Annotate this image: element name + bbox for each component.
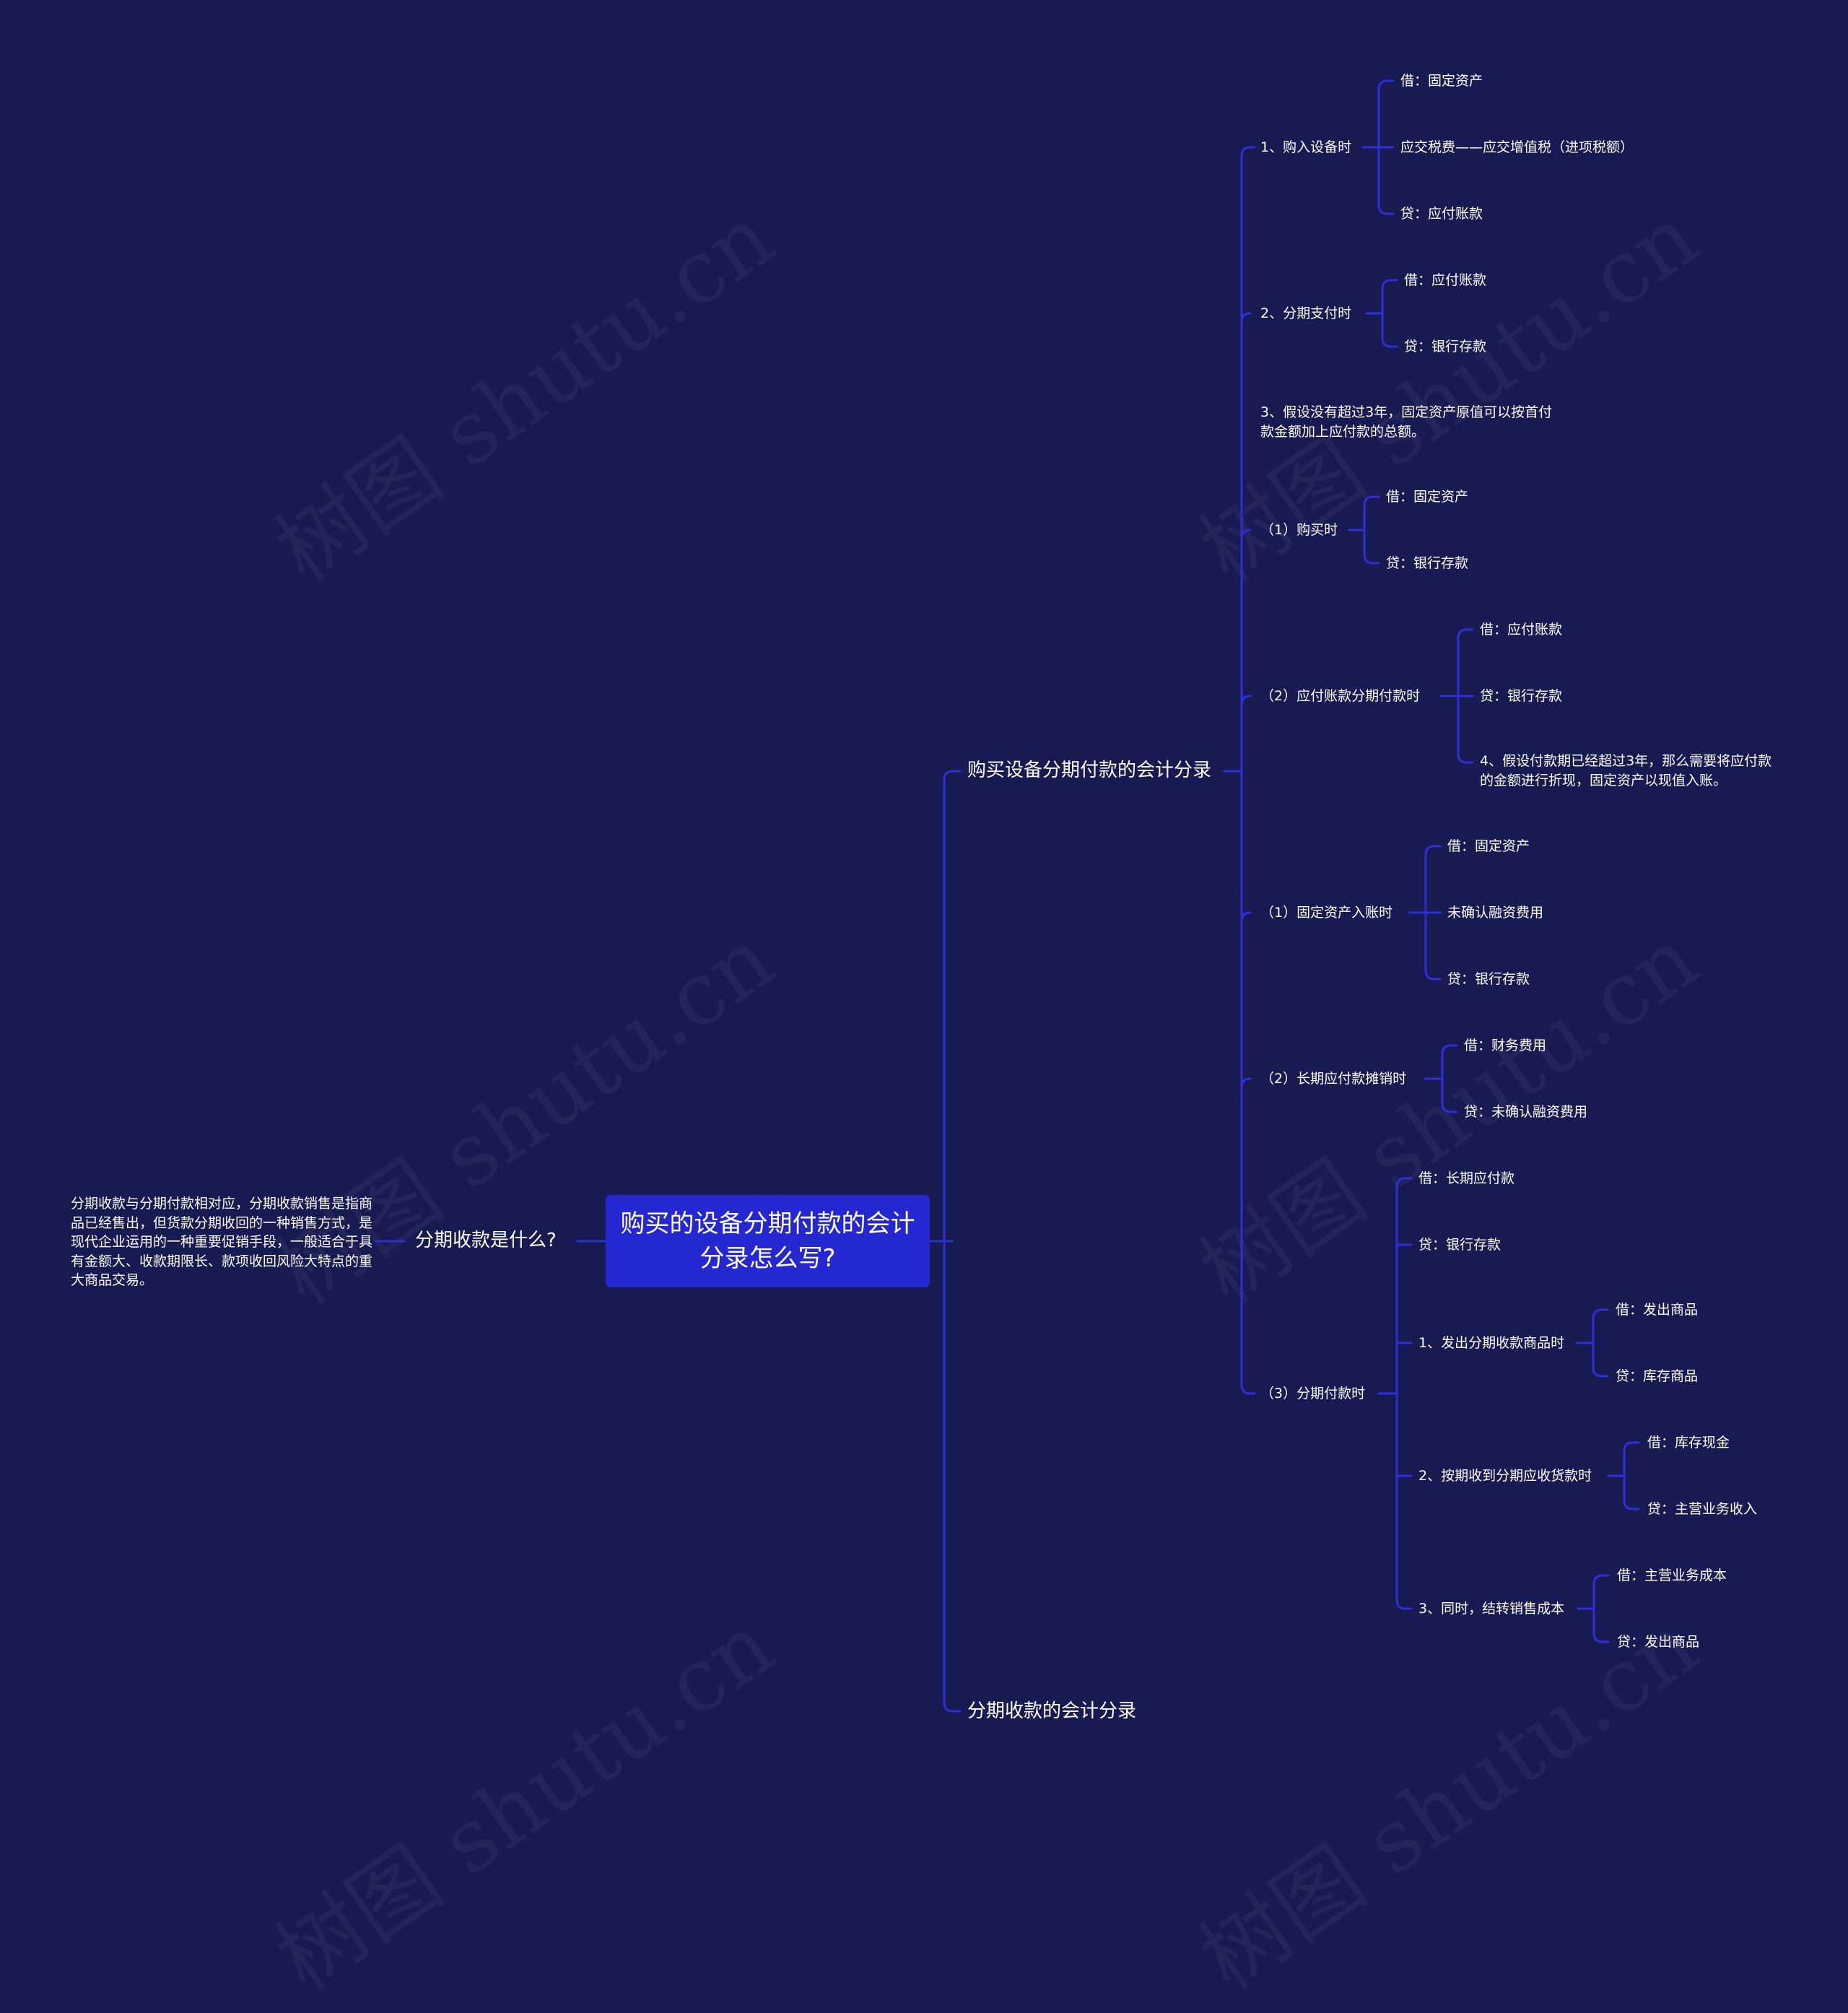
leaf-credit-unrecognized-financing-cost[interactable]: 贷：未确认融资费用 — [1464, 1104, 1588, 1120]
node-purchase-time[interactable]: （1）购买时 — [1260, 522, 1338, 538]
leaf-debit-accounts-payable[interactable]: 借：应付账款 — [1480, 622, 1563, 638]
leaf-credit-main-business-revenue[interactable]: 贷：主营业务收入 — [1647, 1501, 1758, 1517]
node-long-term-payable-amortization[interactable]: （2）长期应付款摊销时 — [1260, 1071, 1407, 1087]
leaf-credit-bank-deposit[interactable]: 贷：银行存款 — [1418, 1237, 1502, 1253]
leaf-unrecognized-financing-cost[interactable]: 未确认融资费用 — [1447, 905, 1544, 921]
leaf-credit-bank-deposit[interactable]: 贷：银行存款 — [1447, 971, 1530, 987]
node-installment-payment-time[interactable]: （3）分期付款时 — [1260, 1386, 1366, 1401]
leaf-debit-fixed-assets[interactable]: 借：固定资产 — [1386, 489, 1469, 505]
node-fixed-asset-recording[interactable]: （1）固定资产入账时 — [1260, 905, 1393, 921]
node-ship-installment-goods[interactable]: 1、发出分期收款商品时 — [1418, 1335, 1565, 1351]
node-buy-equipment[interactable]: 1、购入设备时 — [1260, 139, 1352, 155]
leaf-debit-accounts-payable[interactable]: 借：应付账款 — [1404, 272, 1487, 288]
leaf-credit-bank-deposit[interactable]: 贷：银行存款 — [1404, 339, 1487, 355]
left-branch-what-is-installment-receipt[interactable]: 分期收款是什么? — [415, 1230, 557, 1251]
leaf-credit-accounts-payable[interactable]: 贷：应付账款 — [1400, 206, 1483, 222]
branch-purchase-installment-entries[interactable]: 购买设备分期付款的会计分录 — [967, 760, 1212, 781]
node-payable-installment[interactable]: （2）应付账款分期付款时 — [1260, 688, 1421, 704]
leaf-credit-bank-deposit[interactable]: 贷：银行存款 — [1386, 555, 1469, 571]
leaf-credit-inventory-goods[interactable]: 贷：库存商品 — [1616, 1368, 1699, 1384]
node-installment-payment[interactable]: 2、分期支付时 — [1260, 305, 1352, 321]
node-receive-installment-payment[interactable]: 2、按期收到分期应收货款时 — [1418, 1468, 1592, 1484]
leaf-credit-goods-shipped[interactable]: 贷：发出商品 — [1617, 1634, 1700, 1650]
leaf-debit-fixed-assets[interactable]: 借：固定资产 — [1447, 838, 1530, 854]
branch-installment-receipt-entries[interactable]: 分期收款的会计分录 — [967, 1700, 1137, 1722]
root-node[interactable]: 购买的设备分期付款的会计分录怎么写? — [606, 1195, 930, 1287]
leaf-vat-input-tax[interactable]: 应交税费——应交增值税（进项税额） — [1400, 139, 1634, 155]
node-transfer-sales-cost[interactable]: 3、同时，结转销售成本 — [1418, 1601, 1565, 1617]
node-note-not-exceeding-3-years[interactable]: 3、假设没有超过3年，固定资产原值可以按首付款金额加上应付款的总额。 — [1260, 404, 1553, 440]
root-title: 购买的设备分期付款的会计分录怎么写? — [620, 1209, 915, 1273]
leaf-credit-bank-deposit[interactable]: 贷：银行存款 — [1480, 688, 1563, 704]
connector-lines — [374, 79, 1640, 1713]
leaf-debit-financial-expense[interactable]: 借：财务费用 — [1464, 1038, 1547, 1053]
leaf-note-exceeding-3-years[interactable]: 4、假设付款期已经超过3年，那么需要将应付款的金额进行折现，固定资产以现值入账。 — [1480, 753, 1772, 788]
left-branch-description: 分期收款与分期付款相对应，分期收款销售是指商品已经售出，但货款分期收回的一种销售… — [71, 1196, 373, 1288]
leaf-debit-long-term-payable[interactable]: 借：长期应付款 — [1418, 1170, 1515, 1186]
leaf-debit-cash-on-hand[interactable]: 借：库存现金 — [1647, 1435, 1730, 1451]
leaf-debit-goods-shipped[interactable]: 借：发出商品 — [1616, 1302, 1699, 1318]
leaf-debit-fixed-assets[interactable]: 借：固定资产 — [1400, 73, 1483, 89]
leaf-debit-main-business-cost[interactable]: 借：主营业务成本 — [1617, 1568, 1727, 1583]
